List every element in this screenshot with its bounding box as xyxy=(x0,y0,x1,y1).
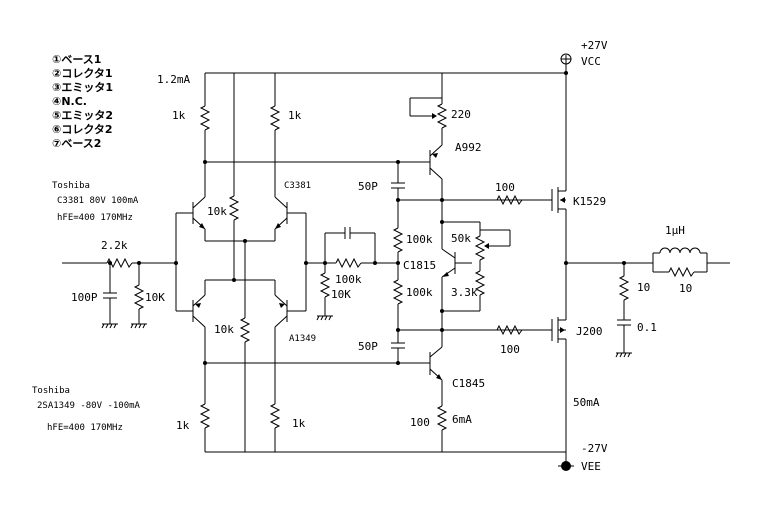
q-bot-right-transistor xyxy=(274,294,288,328)
feedback-network: 100k 10K xyxy=(306,227,398,321)
q-top-left-transistor xyxy=(192,196,206,230)
pin-legend-2: ②コレクタ1 xyxy=(52,67,113,80)
r-fb-gnd-label: 10K xyxy=(331,288,351,301)
vas-upper: A992 220 50P xyxy=(205,73,545,202)
bias-network: 100k 100k C1815 50k 3.3k xyxy=(392,200,545,332)
npn-spec-note: C3381 80V 100mA xyxy=(57,196,139,206)
q-top-right-transistor xyxy=(274,196,288,230)
vee-voltage-label: -27V xyxy=(581,442,608,455)
current-vas-label: 6mA xyxy=(452,413,472,426)
pnp-hfe-note: hFE=400 170MHz xyxy=(47,423,123,433)
r-bias-top-label: 100k xyxy=(406,233,433,246)
pin-legend-7: ⑦ベース2 xyxy=(52,137,101,150)
c-comp-bot-label: 50P xyxy=(358,340,378,353)
r-tail-top-label: 10k xyxy=(207,205,227,218)
vcc-name-label: VCC xyxy=(581,55,601,68)
c-in-label: 100P xyxy=(71,291,98,304)
pnp-maker-note: Toshiba xyxy=(32,386,70,396)
vee-name-label: VEE xyxy=(581,460,601,473)
r-bot-right-label: 1k xyxy=(292,417,306,430)
out-l-label: 1μH xyxy=(665,224,685,237)
npn-hfe-note: hFE=400 170MHz xyxy=(57,213,133,223)
pin-legend-6: ⑥コレクタ2 xyxy=(52,123,113,136)
vas-lower: 50P C1845 100 6mA xyxy=(205,330,485,452)
m-top-mosfet xyxy=(545,187,566,213)
pin-legend-3: ③エミッタ1 xyxy=(52,81,113,94)
m-bot-label: J200 xyxy=(576,325,603,338)
q-top-pair-label: C3381 xyxy=(284,181,311,191)
r-3k3-label: 3.3k xyxy=(451,286,478,299)
q-bias-transistor xyxy=(441,200,472,330)
r-bot-left-label: 1k xyxy=(176,419,190,432)
output-stage: 100 K1529 100 J200 5 xyxy=(495,71,730,452)
r-bias-bot-label: 100k xyxy=(406,286,433,299)
r-fb-label: 100k xyxy=(335,273,362,286)
vee-rail: -27V VEE xyxy=(205,442,608,473)
q-bot-left-transistor xyxy=(192,294,206,328)
input-network: 2.2k 100P 10K xyxy=(62,239,178,329)
m-top-label: K1529 xyxy=(573,195,606,208)
r-gate-bot-label: 100 xyxy=(500,343,520,356)
zobel-c-label: 0.1 xyxy=(637,321,657,334)
pin-legend-4: ④N.C. xyxy=(52,95,87,108)
q-a992-label: A992 xyxy=(455,141,482,154)
r-in-gnd-label: 10K xyxy=(145,291,165,304)
q-bot-pair-label: A1349 xyxy=(289,334,316,344)
r-50k-label: 50k xyxy=(451,232,471,245)
current-top-label: 1.2mA xyxy=(157,73,190,86)
q-bias-label: C1815 xyxy=(403,259,436,272)
npn-maker-note: Toshiba xyxy=(52,181,90,191)
r-220-label: 220 xyxy=(451,108,471,121)
r-gate-top-label: 100 xyxy=(495,181,515,194)
input-stage: 1k 1k C3381 10k xyxy=(172,73,316,452)
q-c1845-label: C1845 xyxy=(452,377,485,390)
pin-legend-5: ⑤エミッタ2 xyxy=(52,109,113,122)
pin-legend: ①ベース1 ②コレクタ1 ③エミッタ1 ④N.C. ⑤エミッタ2 ⑥コレクタ2 … xyxy=(52,53,113,150)
r-ccs-label: 100 xyxy=(410,416,430,429)
r-in-label: 2.2k xyxy=(101,239,128,252)
zobel-r-label: 10 xyxy=(637,281,650,294)
c-comp-top-label: 50P xyxy=(358,180,378,193)
pnp-spec-note: 2SA1349 -80V -100mA xyxy=(37,401,141,411)
pin-legend-1: ①ベース1 xyxy=(52,53,101,66)
r-tail-bot-label: 10k xyxy=(214,323,234,336)
current-output-label: 50mA xyxy=(573,396,600,409)
m-bot-mosfet xyxy=(545,317,566,343)
vcc-voltage-label: +27V xyxy=(581,39,608,52)
r-top-left-label: 1k xyxy=(172,109,186,122)
r-top-right-label: 1k xyxy=(288,109,302,122)
vcc-rail: +27V VCC xyxy=(205,39,608,74)
out-r-label: 10 xyxy=(679,282,692,295)
